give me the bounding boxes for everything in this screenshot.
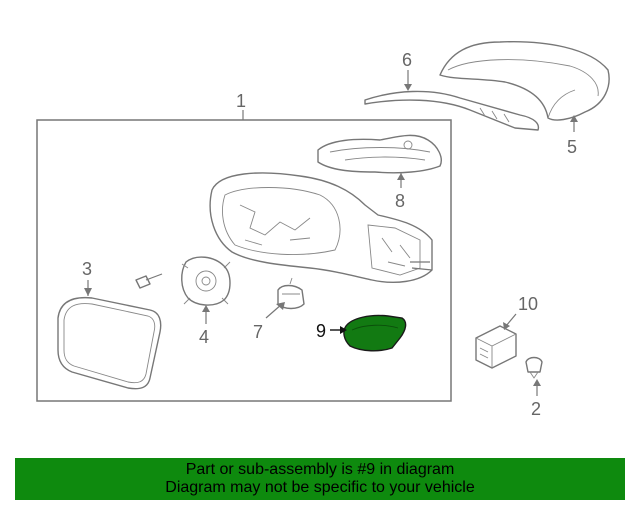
parts-diagram: 1 5 6 8 3 — [0, 0, 640, 450]
callout-9: 9 — [316, 321, 326, 341]
highlighted-part-9[interactable] — [344, 315, 406, 350]
banner-line-1: Part or sub-assembly is #9 in diagram — [186, 461, 455, 479]
callout-3: 3 — [82, 259, 92, 279]
banner-line-2: Diagram may not be specific to your vehi… — [165, 479, 474, 497]
arrow-4 — [202, 305, 210, 312]
callout-8: 8 — [395, 191, 405, 211]
arrow-6 — [404, 84, 412, 91]
callout-2: 2 — [531, 399, 541, 419]
connector[interactable] — [476, 326, 516, 368]
arrow-8 — [397, 173, 405, 180]
arrow-3 — [84, 288, 92, 296]
callout-7: 7 — [253, 322, 263, 342]
turn-signal-lamp[interactable] — [318, 135, 441, 172]
mirror-glass[interactable] — [58, 298, 161, 389]
mirror-motor[interactable] — [182, 257, 230, 305]
leader-10 — [506, 314, 516, 326]
arrow-2 — [533, 379, 541, 386]
callout-5: 5 — [567, 137, 577, 157]
fastener[interactable] — [526, 358, 542, 379]
callout-6: 6 — [402, 50, 412, 70]
mirror-housing[interactable] — [210, 173, 432, 282]
callout-4: 4 — [199, 327, 209, 347]
callout-10: 10 — [518, 294, 538, 314]
info-banner: Part or sub-assembly is #9 in diagram Di… — [15, 458, 625, 500]
callout-1: 1 — [236, 91, 246, 111]
screw[interactable] — [136, 274, 162, 288]
